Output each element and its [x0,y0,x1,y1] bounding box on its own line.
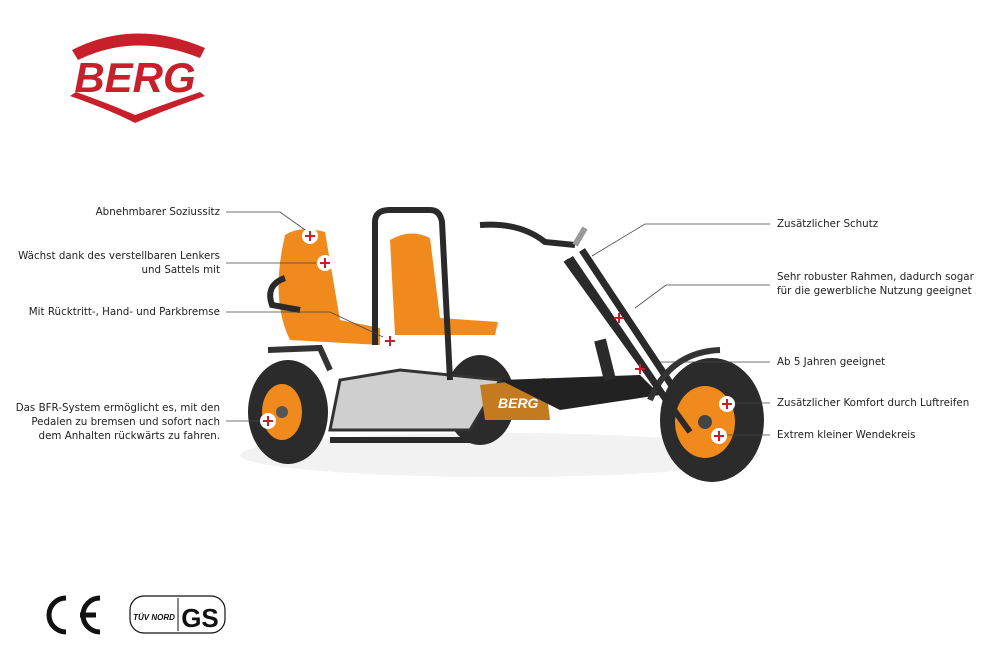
feature-text: Das BFR-System ermöglicht es, mit den [15,402,220,414]
hotspot-markers [260,228,735,444]
rear-seat [278,229,380,345]
feature-text: Extrem kleiner Wendekreis [777,429,916,441]
svg-text:BERG: BERG [498,395,539,411]
ground-shadow [240,433,760,477]
feature-text: dem Anhalten rückwärts zu fahren. [38,430,220,442]
feature-text: Pedalen zu bremsen und sofort nach [31,416,220,428]
svg-text:BERG: BERG [74,54,195,101]
plus-icon[interactable] [260,413,276,429]
leader-lines [226,211,770,436]
ce-mark [46,595,101,635]
feature-label-adjustable: Wächst dank des verstellbaren Lenkers und… [18,249,220,277]
feature-text: Ab 5 Jahren geeignet [777,356,886,368]
plus-icon[interactable] [382,333,398,349]
feature-label-turning: Extrem kleiner Wendekreis [777,428,916,442]
feature-label-age: Ab 5 Jahren geeignet [777,355,885,369]
feature-label-protection: Zusätzlicher Schutz [777,217,878,231]
feature-text: und Sattels mit [141,264,220,276]
tuv-gs-mark: TÜV NORD GS [129,595,226,634]
feature-text: Mit Rücktritt-, Hand- und Parkbremse [28,306,220,318]
footplate [328,368,503,432]
plus-icon[interactable] [635,364,645,374]
feature-label-tyres: Zusätzlicher Komfort durch Luftreifen [777,396,969,410]
plus-icon[interactable] [711,428,727,444]
plus-icon[interactable] [302,228,318,244]
roll-bar [372,207,453,381]
svg-text:TÜV NORD: TÜV NORD [133,613,175,622]
feature-text: Zusätzlicher Schutz [777,218,879,230]
feature-label-frame: Sehr robuster Rahmen, dadurch sogar für d… [777,270,974,298]
handlebar [479,221,576,248]
plus-icon[interactable] [317,255,333,271]
svg-text:GS: GS [181,603,219,633]
feature-text: Abnehmbarer Soziussitz [95,206,220,218]
berg-logo: BERG [70,33,205,123]
rear-wheel [248,360,328,464]
plus-icon[interactable] [719,396,735,412]
feature-text: Zusätzlicher Komfort durch Luftreifen [777,397,970,409]
feature-text: Sehr robuster Rahmen, dadurch sogar [777,271,974,283]
front-seat [390,233,498,335]
plus-icon[interactable] [614,313,624,323]
feature-text: für die gewerbliche Nutzung geeignet [777,285,972,297]
feature-label-brakes: Mit Rücktritt-, Hand- und Parkbremse [29,305,220,319]
feature-label-removable-seat: Abnehmbarer Soziussitz [96,205,220,219]
feature-text: Wächst dank des verstellbaren Lenkers [18,250,220,262]
